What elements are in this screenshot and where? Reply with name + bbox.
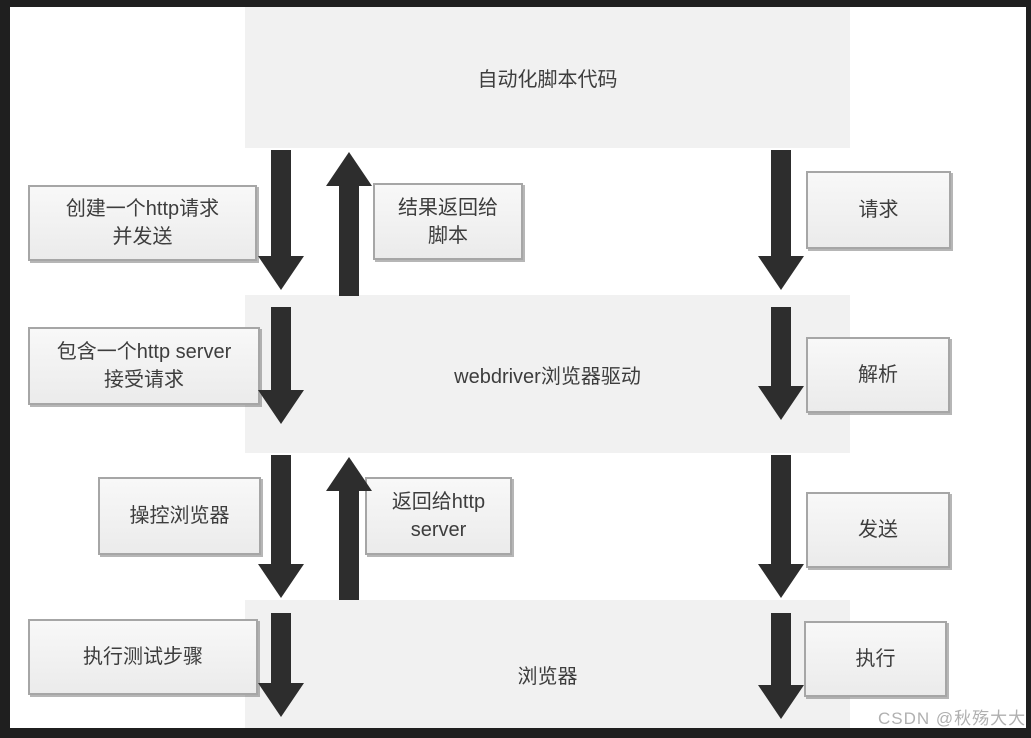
frame-right-bar <box>1026 0 1031 738</box>
tier-script-code-label: 自动化脚本代码 <box>477 69 618 91</box>
csdn-watermark: CSDN @秋殇大大 <box>878 709 1027 728</box>
arrow-shaft <box>339 184 359 296</box>
arrow-shaft <box>271 613 291 685</box>
arrow-head <box>258 564 304 598</box>
box-send: 发送 <box>806 492 950 568</box>
arrow-shaft <box>271 307 291 392</box>
tier-webdriver-driver-label: webdriver浏览器驱动 <box>454 365 641 388</box>
frame-top-bar <box>0 0 1031 7</box>
arrow-head <box>326 152 372 186</box>
tier-browser: 浏览器 <box>245 600 850 728</box>
arrow-head <box>758 685 804 719</box>
arrow-head <box>258 683 304 717</box>
frame-bottom-bar <box>0 728 1031 738</box>
arrow-down-execute-steps-icon <box>258 613 304 717</box>
arrow-shaft <box>271 455 291 566</box>
arrow-shaft <box>771 150 791 258</box>
arrow-shaft <box>771 307 791 388</box>
arrow-shaft <box>771 455 791 566</box>
tier-browser-label: 浏览器 <box>517 665 578 688</box>
box-http-server-accept: 包含一个http server 接受请求 <box>28 327 260 405</box>
arrow-up-result-to-script-icon <box>326 152 372 296</box>
tier-script-code: 自动化脚本代码 <box>245 7 850 148</box>
tier-webdriver-driver: webdriver浏览器驱动 <box>245 295 850 453</box>
arrow-head <box>258 390 304 424</box>
box-return-to-http-server: 返回给http server <box>365 477 512 555</box>
arrow-head <box>758 256 804 290</box>
box-create-http-request: 创建一个http请求 并发送 <box>28 185 257 261</box>
arrow-down-parse-icon <box>758 307 804 420</box>
arrow-down-http-server-icon <box>258 307 304 424</box>
arrow-head <box>758 564 804 598</box>
arrow-down-control-browser-icon <box>258 455 304 598</box>
arrow-up-return-to-server-icon <box>326 457 372 600</box>
arrow-down-execute-icon <box>758 613 804 719</box>
frame-left-bar <box>0 0 10 738</box>
box-result-to-script: 结果返回给 脚本 <box>373 183 523 260</box>
arrow-head <box>326 457 372 491</box>
arrow-head <box>258 256 304 290</box>
arrow-shaft <box>339 489 359 600</box>
box-execute-test-steps: 执行测试步骤 <box>28 619 258 695</box>
box-control-browser: 操控浏览器 <box>98 477 261 555</box>
box-parse: 解析 <box>806 337 950 413</box>
arrow-head <box>758 386 804 420</box>
box-execute: 执行 <box>804 621 947 697</box>
arrow-down-request-icon <box>758 150 804 290</box>
arrow-down-create-request-icon <box>258 150 304 290</box>
arrow-down-send-icon <box>758 455 804 598</box>
arrow-shaft <box>771 613 791 687</box>
box-request: 请求 <box>806 171 951 249</box>
arrow-shaft <box>271 150 291 258</box>
